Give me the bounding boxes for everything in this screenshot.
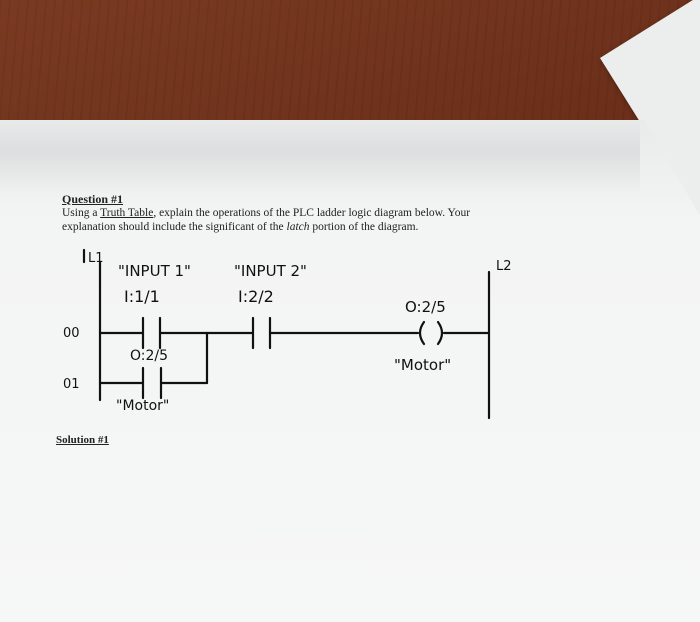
- latch-italic: latch: [286, 221, 310, 233]
- paper-shadow: [0, 120, 640, 195]
- latch-address: O:2/5: [130, 348, 168, 364]
- output-address: O:2/5: [405, 298, 446, 316]
- question-title: Question #1: [62, 192, 124, 206]
- output-coil-left: [418, 320, 426, 346]
- rung-01-number: 01: [63, 377, 80, 392]
- input1-address: I:1/1: [124, 287, 160, 306]
- right-rail-label: L2: [496, 259, 512, 274]
- latch-name: "Motor": [116, 398, 169, 414]
- solution-title: Solution #1: [56, 434, 109, 446]
- input2-name: "INPUT 2": [234, 262, 307, 280]
- question-prompt: Using a Truth Table, explain the operati…: [62, 207, 471, 233]
- output-coil-right: [436, 320, 444, 346]
- worksheet-page: Question #1 Using a Truth Table, explain…: [0, 120, 700, 622]
- rung-00-number: 00: [63, 326, 80, 341]
- left-rail-label: L1: [88, 251, 104, 266]
- input1-name: "INPUT 1": [118, 262, 191, 280]
- input2-address: I:2/2: [238, 287, 274, 306]
- truth-table-underlined: Truth Table: [100, 207, 154, 219]
- output-name: "Motor": [394, 356, 451, 374]
